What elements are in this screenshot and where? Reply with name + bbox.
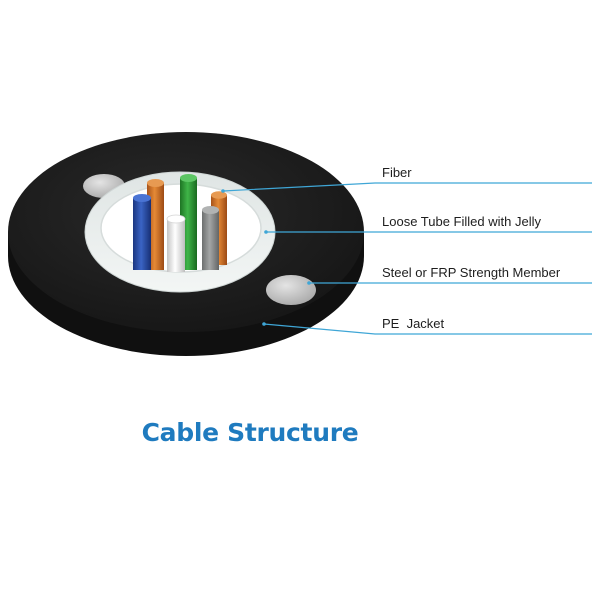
leader-dot-pe-jacket xyxy=(262,322,266,326)
leader-dot-fiber xyxy=(221,189,225,193)
fiber-green-cap xyxy=(180,174,197,182)
label-loose-tube: Loose Tube Filled with Jelly xyxy=(382,214,541,229)
fiber-orange-left xyxy=(147,183,164,270)
fiber-white xyxy=(167,219,185,272)
fibers xyxy=(133,174,227,272)
fiber-grey-cap xyxy=(202,206,219,214)
label-strength-member: Steel or FRP Strength Member xyxy=(382,265,561,280)
label-pe-jacket: PE Jacket xyxy=(382,316,445,331)
leader-line-pe-jacket xyxy=(263,323,592,335)
strength-member-bottom xyxy=(266,275,316,305)
fiber-orange-right-cap xyxy=(211,191,227,199)
diagram-title: Cable Structure xyxy=(141,418,359,447)
fiber-blue-cap xyxy=(133,194,151,202)
fiber-blue xyxy=(133,198,151,270)
leader-lines xyxy=(222,182,592,335)
label-fiber: Fiber xyxy=(382,165,412,180)
leader-line-fiber xyxy=(222,182,592,192)
fiber-white-cap xyxy=(166,214,186,224)
fiber-orange-left-cap xyxy=(147,179,164,187)
leader-dots xyxy=(221,189,311,326)
leader-dot-loose-tube xyxy=(264,230,268,234)
fiber-grey xyxy=(202,210,219,270)
leader-dot-strength-member xyxy=(307,281,311,285)
